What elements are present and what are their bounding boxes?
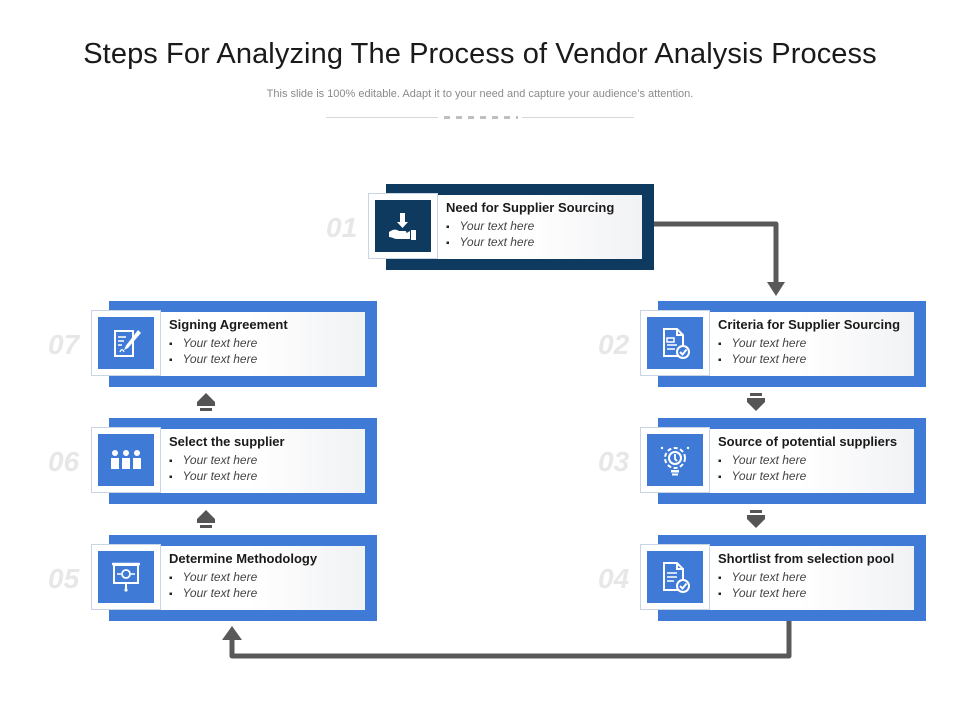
bullet-item: Your text here bbox=[718, 351, 807, 367]
document-check-icon bbox=[647, 551, 703, 603]
divider-right bbox=[522, 117, 634, 118]
bullet-item: Your text here bbox=[446, 234, 535, 250]
step-bullets: Your text here Your text here bbox=[718, 335, 807, 367]
step-heading: Select the supplier bbox=[169, 434, 285, 449]
step-card-02: Criteria for Supplier Sourcing Your text… bbox=[640, 301, 926, 387]
bullet-item: Your text here bbox=[718, 569, 807, 585]
step-card-07: Signing Agreement Your text here Your te… bbox=[91, 301, 377, 387]
step-card-04: Shortlist from selection pool Your text … bbox=[640, 535, 926, 621]
bullet-item: Your text here bbox=[446, 218, 535, 234]
page-title: Steps For Analyzing The Process of Vendo… bbox=[83, 38, 877, 70]
step-heading: Signing Agreement bbox=[169, 317, 288, 332]
step-bullets: Your text here Your text here bbox=[169, 335, 258, 367]
step-heading: Determine Methodology bbox=[169, 551, 318, 566]
gear-bulb-icon bbox=[647, 434, 703, 486]
step-heading: Source of potential suppliers bbox=[718, 434, 898, 449]
document-pen-icon bbox=[98, 317, 154, 369]
document-check-icon bbox=[647, 317, 703, 369]
down-arrow-03-04 bbox=[747, 510, 765, 528]
bullet-item: Your text here bbox=[718, 468, 807, 484]
bullet-item: Your text here bbox=[718, 585, 807, 601]
step-number-01: 01 bbox=[326, 212, 358, 243]
step-bullets: Your text here Your text here bbox=[718, 452, 807, 484]
arrowhead-04-05 bbox=[222, 626, 242, 640]
step-bullets: Your text here Your text here bbox=[169, 569, 258, 601]
step-card-06: Select the supplier Your text here Your … bbox=[91, 418, 377, 504]
step-bullets: Your text here Your text here bbox=[169, 452, 258, 484]
presentation-board-icon bbox=[98, 551, 154, 603]
step-icon-frame bbox=[91, 310, 161, 376]
step-icon-frame bbox=[640, 427, 710, 493]
bullet-item: Your text here bbox=[169, 351, 258, 367]
bullet-item: Your text here bbox=[169, 585, 258, 601]
step-number-04: 04 bbox=[598, 563, 630, 594]
step-heading: Criteria for Supplier Sourcing bbox=[718, 317, 901, 332]
bullet-item: Your text here bbox=[169, 569, 258, 585]
step-icon-frame bbox=[91, 544, 161, 610]
divider-dots bbox=[444, 116, 518, 119]
bullet-item: Your text here bbox=[718, 335, 807, 351]
page-subtitle: This slide is 100% editable. Adapt it to… bbox=[266, 88, 694, 100]
hand-receive-icon bbox=[375, 200, 431, 252]
bullet-item: Your text here bbox=[718, 452, 807, 468]
step-card-05: Determine Methodology Your text here You… bbox=[91, 535, 377, 621]
divider-left bbox=[326, 117, 438, 118]
step-card-01: Need for Supplier Sourcing Your text her… bbox=[368, 184, 654, 270]
up-arrow-05-06 bbox=[197, 510, 215, 528]
step-number-05: 05 bbox=[48, 563, 80, 594]
step-heading: Need for Supplier Sourcing bbox=[446, 200, 615, 215]
step-icon-frame bbox=[368, 193, 438, 259]
step-number-02: 02 bbox=[598, 329, 630, 360]
step-icon-frame bbox=[91, 427, 161, 493]
connector-01-02 bbox=[652, 221, 779, 286]
up-arrow-06-07 bbox=[197, 393, 215, 411]
step-number-03: 03 bbox=[598, 446, 630, 477]
step-number-07: 07 bbox=[48, 329, 80, 360]
step-card-03: Source of potential suppliers Your text … bbox=[640, 418, 926, 504]
step-heading: Shortlist from selection pool bbox=[718, 551, 895, 566]
bullet-item: Your text here bbox=[169, 468, 258, 484]
down-arrow-02-03 bbox=[747, 393, 765, 411]
step-icon-frame bbox=[640, 310, 710, 376]
arrowhead-01-02 bbox=[767, 282, 785, 296]
people-group-icon bbox=[98, 434, 154, 486]
step-number-06: 06 bbox=[48, 446, 80, 477]
connector-04-05 bbox=[229, 620, 792, 659]
bullet-item: Your text here bbox=[169, 452, 258, 468]
step-bullets: Your text here Your text here bbox=[446, 218, 535, 250]
step-bullets: Your text here Your text here bbox=[718, 569, 807, 601]
bullet-item: Your text here bbox=[169, 335, 258, 351]
step-icon-frame bbox=[640, 544, 710, 610]
